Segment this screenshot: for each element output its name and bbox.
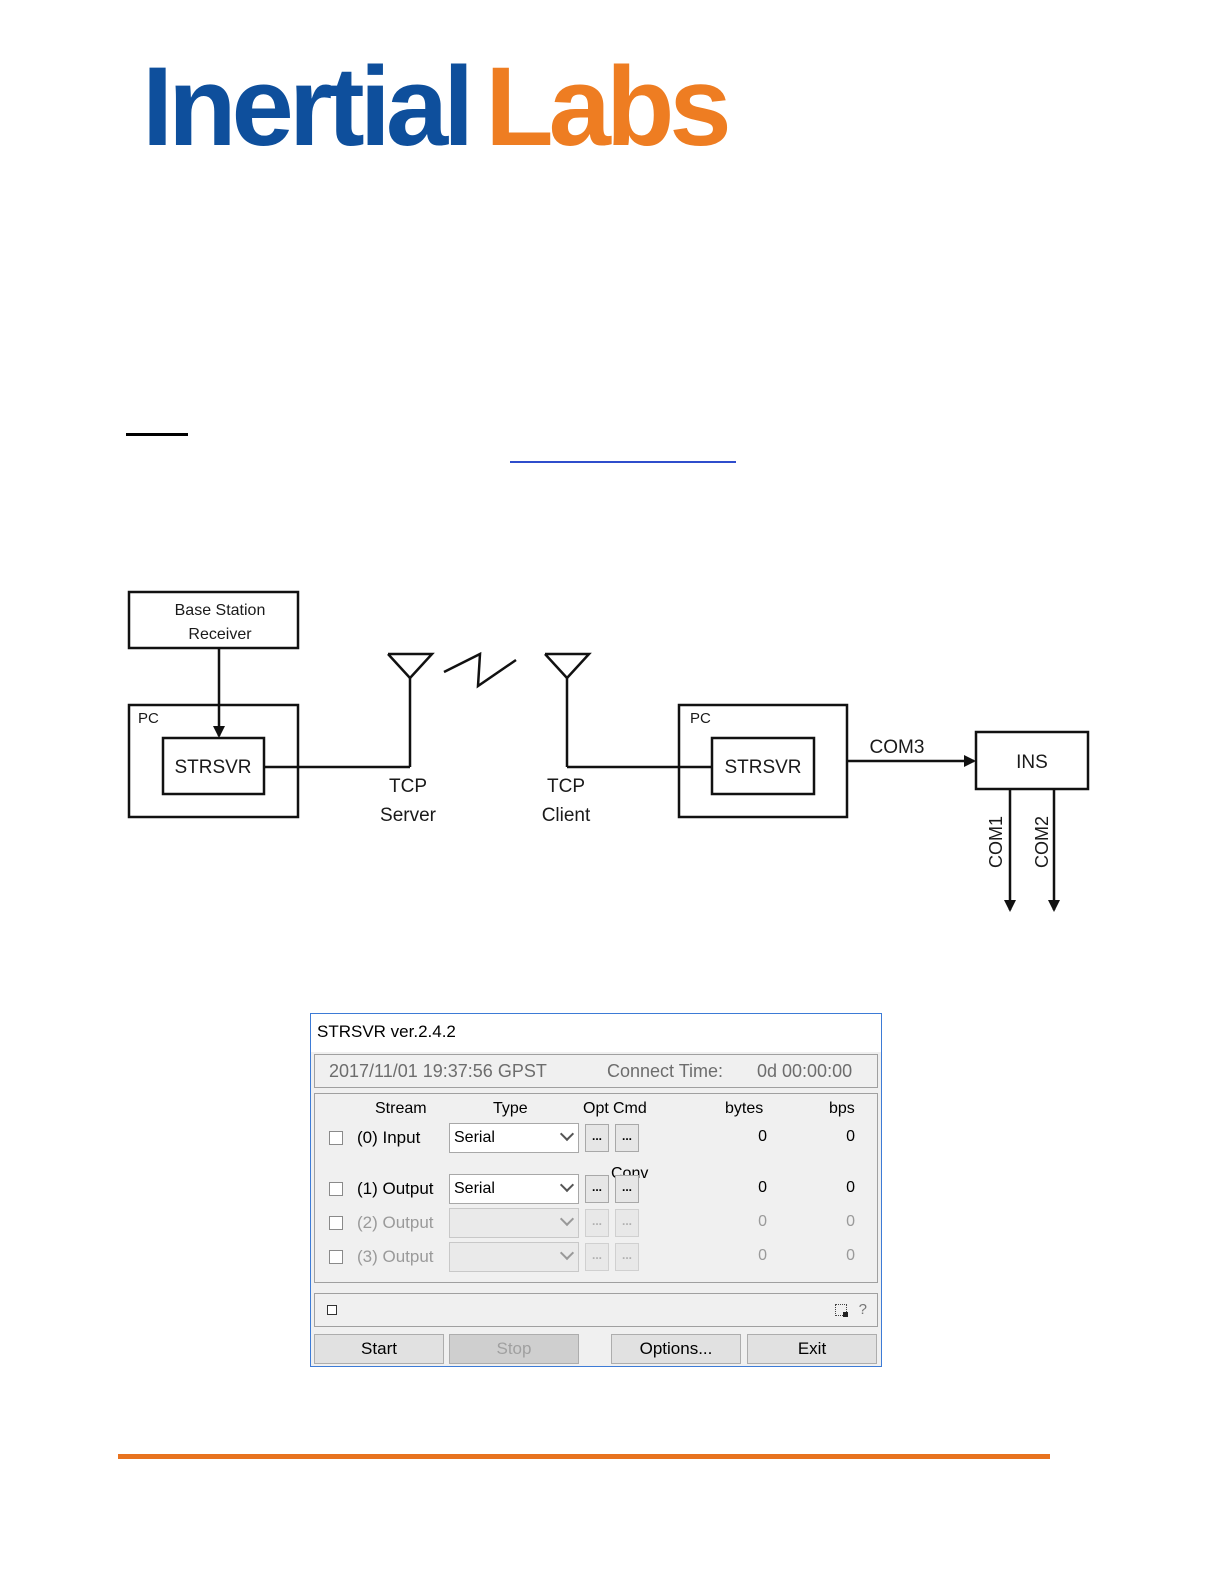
cmd-button[interactable]: ...: [615, 1124, 639, 1152]
base-station-label-2: Receiver: [188, 626, 252, 643]
bytes-value: 0: [758, 1128, 767, 1145]
stream-row-output-2: (2) Output ... ... 0 0: [315, 1208, 877, 1238]
com2-label: COM2: [1032, 816, 1052, 868]
opt-button[interactable]: ...: [585, 1243, 609, 1271]
short-underline: [126, 433, 188, 436]
opt-button[interactable]: ...: [585, 1209, 609, 1237]
tcp-client-label-2: Client: [542, 805, 591, 826]
stream-label: (3) Output: [357, 1247, 434, 1266]
exit-button[interactable]: Exit: [747, 1334, 877, 1364]
bytes-value: 0: [758, 1213, 767, 1230]
strsvr-right-box: [710, 736, 816, 796]
log-bar: ?: [314, 1293, 878, 1327]
stream-label: (2) Output: [357, 1213, 434, 1232]
stop-button[interactable]: Stop: [449, 1334, 579, 1364]
tray-icon[interactable]: [835, 1304, 848, 1317]
pc-left-box: [127, 703, 300, 819]
logo-word-labs: Labs: [485, 44, 731, 169]
base-station-label-1: Base Station: [175, 602, 266, 619]
antenna-right-icon: [544, 652, 592, 680]
stream-row-input-0: (0) Input Serial ... ... 0 0: [315, 1123, 877, 1153]
bps-value: 0: [846, 1213, 855, 1230]
network-diagram: Base Station Receiver PC STRSVR TCP Serv…: [127, 590, 1090, 912]
header-bps: bps: [829, 1100, 855, 1117]
stream-panel: Stream Type Opt Cmd bytes bps (0) Input …: [314, 1093, 878, 1283]
strsvr-right-label: STRSVR: [724, 757, 801, 778]
bps-value: 0: [846, 1247, 855, 1264]
chevron-down-icon: [559, 1126, 575, 1142]
stream-checkbox[interactable]: [329, 1216, 343, 1230]
header-type: Type: [493, 1100, 528, 1117]
tcp-client-label-1: TCP: [547, 776, 585, 797]
footer-orange-rule: [118, 1454, 1050, 1459]
connect-time-value: 0d 00:00:00: [757, 1061, 853, 1081]
pc-left-label: PC: [138, 710, 159, 727]
help-icon[interactable]: ?: [858, 1301, 867, 1318]
chevron-down-icon: [559, 1211, 575, 1227]
stream-label: (0) Input: [357, 1128, 421, 1147]
connect-time-label: Connect Time:: [607, 1061, 724, 1081]
strsvr-left-label: STRSVR: [174, 757, 251, 778]
ins-label: INS: [1016, 752, 1048, 773]
status-datetime: 2017/11/01 19:37:56 GPST: [329, 1061, 547, 1081]
bps-value: 0: [846, 1179, 855, 1196]
stream-row-output-3: (3) Output ... ... 0 0: [315, 1242, 877, 1272]
strsvr-window: STRSVR ver.2.4.2 2017/11/01 19:37:56 GPS…: [310, 1013, 882, 1367]
logo-word-inertial: Inertial: [142, 44, 474, 169]
window-title: STRSVR ver.2.4.2: [317, 1022, 456, 1042]
radio-link-icon: [443, 651, 517, 689]
stream-type-select[interactable]: Serial: [449, 1123, 579, 1153]
antenna-left-icon: [387, 652, 435, 680]
com3-label: COM3: [870, 737, 925, 758]
stream-checkbox[interactable]: [329, 1182, 343, 1196]
header-bytes: bytes: [725, 1100, 764, 1117]
start-button[interactable]: Start: [314, 1334, 444, 1364]
bps-value: 0: [846, 1128, 855, 1145]
chevron-down-icon: [559, 1245, 575, 1261]
opt-button[interactable]: ...: [585, 1124, 609, 1152]
conv-button[interactable]: ...: [615, 1243, 639, 1271]
stream-checkbox[interactable]: [329, 1131, 343, 1145]
pc-right-label: PC: [690, 710, 711, 727]
stream-type-select[interactable]: [449, 1208, 579, 1238]
link-underline[interactable]: [510, 461, 736, 463]
base-station-box: [127, 590, 300, 650]
header-opt: Opt: [583, 1100, 609, 1117]
ins-box: [974, 730, 1090, 791]
options-button[interactable]: Options...: [611, 1334, 741, 1364]
conv-button[interactable]: ...: [615, 1175, 639, 1203]
tcp-server-label-1: TCP: [389, 776, 427, 797]
conv-button[interactable]: ...: [615, 1209, 639, 1237]
stream-type-value: Serial: [454, 1129, 495, 1146]
stream-checkbox[interactable]: [329, 1250, 343, 1264]
tcp-server-label-2: Server: [380, 805, 437, 826]
chevron-down-icon: [559, 1177, 575, 1193]
bytes-value: 0: [758, 1247, 767, 1264]
header-cmd: Cmd: [613, 1100, 647, 1117]
status-bar: 2017/11/01 19:37:56 GPST Connect Time: 0…: [314, 1054, 878, 1088]
opt-button[interactable]: ...: [585, 1175, 609, 1203]
stream-label: (1) Output: [357, 1179, 434, 1198]
header-stream: Stream: [375, 1100, 427, 1117]
log-toggle-checkbox[interactable]: [327, 1305, 337, 1315]
com1-label: COM1: [986, 816, 1006, 868]
bytes-value: 0: [758, 1179, 767, 1196]
stream-type-value: Serial: [454, 1180, 495, 1197]
stream-row-output-1: (1) Output Serial ... ... 0 0: [315, 1174, 877, 1204]
stream-type-select[interactable]: Serial: [449, 1174, 579, 1204]
stream-type-select[interactable]: [449, 1242, 579, 1272]
